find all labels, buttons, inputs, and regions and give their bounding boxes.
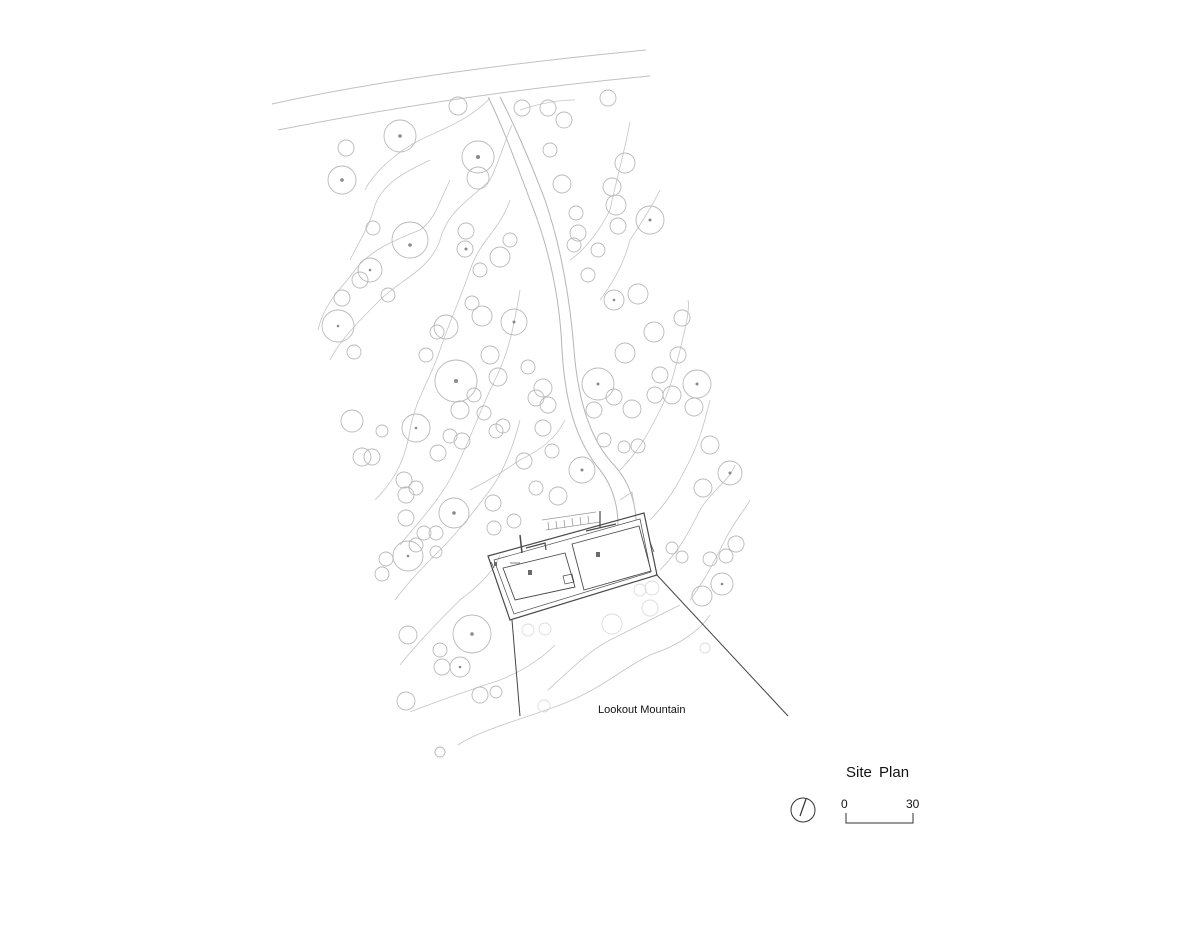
trees [321,89,745,758]
plan-title: Site Plan [846,764,910,781]
scale-min-label: 0 [841,797,848,811]
terrace-steps [541,511,601,531]
house [487,511,658,621]
driveway [487,96,637,526]
trees-faint [521,580,711,713]
area-label: Lookout Mountain [598,704,686,716]
scale-max-label: 30 [906,797,920,811]
north-arrow-icon [790,797,816,823]
contour-lines [317,97,751,746]
view-lines [511,573,789,717]
scale-bar [845,813,914,824]
road [271,49,651,131]
tree-centers [336,134,732,669]
house-fixtures [494,552,600,575]
